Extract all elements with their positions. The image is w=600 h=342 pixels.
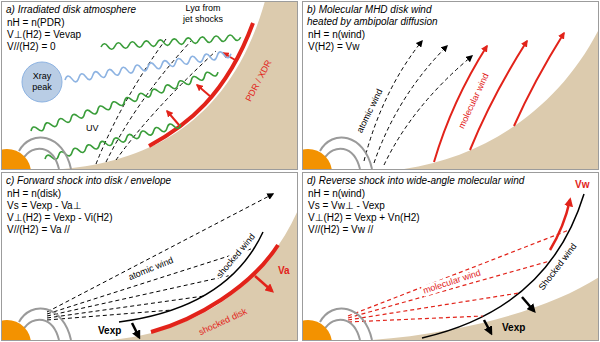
evaporation-arrow (167, 111, 179, 125)
equation-line: V//(H2) = 0 (7, 41, 56, 53)
shock-label: Shocked wind (536, 241, 580, 294)
radiation-label: UV (85, 123, 100, 134)
scenario-panel: b) Molecular MHD disk wind heated by amb… (302, 1, 599, 170)
velocity-label: Vw (574, 179, 590, 190)
scenario-panel: c) Forward shock into disk / envelopenH … (1, 172, 298, 341)
star (302, 320, 332, 340)
wind-velocity-arrow (550, 200, 570, 250)
disk-surface (61, 1, 297, 169)
shock-front (422, 194, 584, 338)
equation-line: V⊥(H2) = Vexp + Vn(H2) (308, 212, 420, 224)
lya-wave-group (101, 34, 241, 50)
equation-line: nH = n(disk) (7, 188, 61, 200)
equation-line: nH = n(PDR) (7, 17, 65, 29)
velocity-label: Vexp (97, 325, 122, 336)
atomic-wind-ray (47, 310, 172, 320)
equation-line: V(H2) = Vw (308, 41, 359, 53)
panel-title: d) Reverse shock into wide-angle molecul… (307, 175, 524, 187)
atomic-wind-ray (47, 248, 254, 314)
atomic-streamline (374, 46, 447, 163)
atomic-streamline (384, 56, 472, 165)
molecular-wind-ray (348, 230, 569, 316)
xray-wave (64, 50, 231, 83)
star (1, 149, 31, 169)
equation-line: V⊥(H2) = Vexp - Vi(H2) (7, 212, 113, 224)
expansion-arrow (132, 323, 139, 337)
lya-wave (101, 34, 241, 50)
expansion-arrow (484, 320, 491, 333)
panel-title: a) Irradiated disk atmosphere (6, 4, 136, 16)
atomic-wind-ray (47, 275, 232, 316)
node-label: Xray peak (27, 71, 57, 93)
panel-c-art (1, 194, 297, 340)
molecular-streamline (514, 33, 564, 126)
uv-wave-group (44, 122, 181, 162)
panel-title: c) Forward shock into disk / envelope (6, 175, 171, 187)
wind-streamline (116, 51, 216, 160)
velocity-label: Va (277, 265, 291, 276)
equation-line: V//(H2) = Va // (7, 224, 70, 236)
radiation-label: Lyα from jet shocks (179, 3, 227, 25)
equation-line: nH = n(wind) (308, 29, 365, 41)
disk-velocity-arrow (255, 276, 272, 291)
wind-label: atomic wind (126, 255, 176, 284)
equation-line: Vs = Vw⊥ - Vexp (308, 200, 385, 212)
molecular-wind-ray (348, 293, 519, 320)
panel-a-art (1, 1, 297, 169)
equation-line: nH = n(wind) (308, 188, 365, 200)
molecular-wind-ray (348, 261, 550, 318)
equation-line: V⊥(H2) = Vevap (7, 29, 81, 41)
panel-b-art (302, 29, 598, 169)
evaporation-arrow (197, 85, 211, 97)
xray-wave-group (64, 50, 231, 83)
expansion-arrow (522, 297, 534, 311)
star (1, 320, 31, 340)
circle-shape (22, 62, 62, 102)
molecular-wind-ray (348, 316, 483, 322)
scenario-panel: d) Reverse shock into wide-angle molecul… (302, 172, 599, 341)
atomic-wind-ray (47, 194, 273, 312)
velocity-label: Vexp (501, 322, 526, 333)
wind-streamline (96, 39, 166, 164)
equation-line: V//(H2) = Vw // (308, 224, 373, 236)
disk-surface (372, 277, 598, 340)
star (302, 149, 332, 169)
uv-wave (44, 122, 181, 162)
wind-label: molecular wind (421, 267, 483, 297)
equation-line: Vs = Vexp - Va⊥ (7, 200, 81, 212)
molecular-streamline (434, 46, 487, 162)
xray-source-circle: Xray peak (21, 61, 63, 103)
panel-d-art (302, 194, 598, 340)
wind-label: molecular wind (456, 71, 492, 132)
panel-title: b) Molecular MHD disk wind heated by amb… (307, 4, 455, 28)
